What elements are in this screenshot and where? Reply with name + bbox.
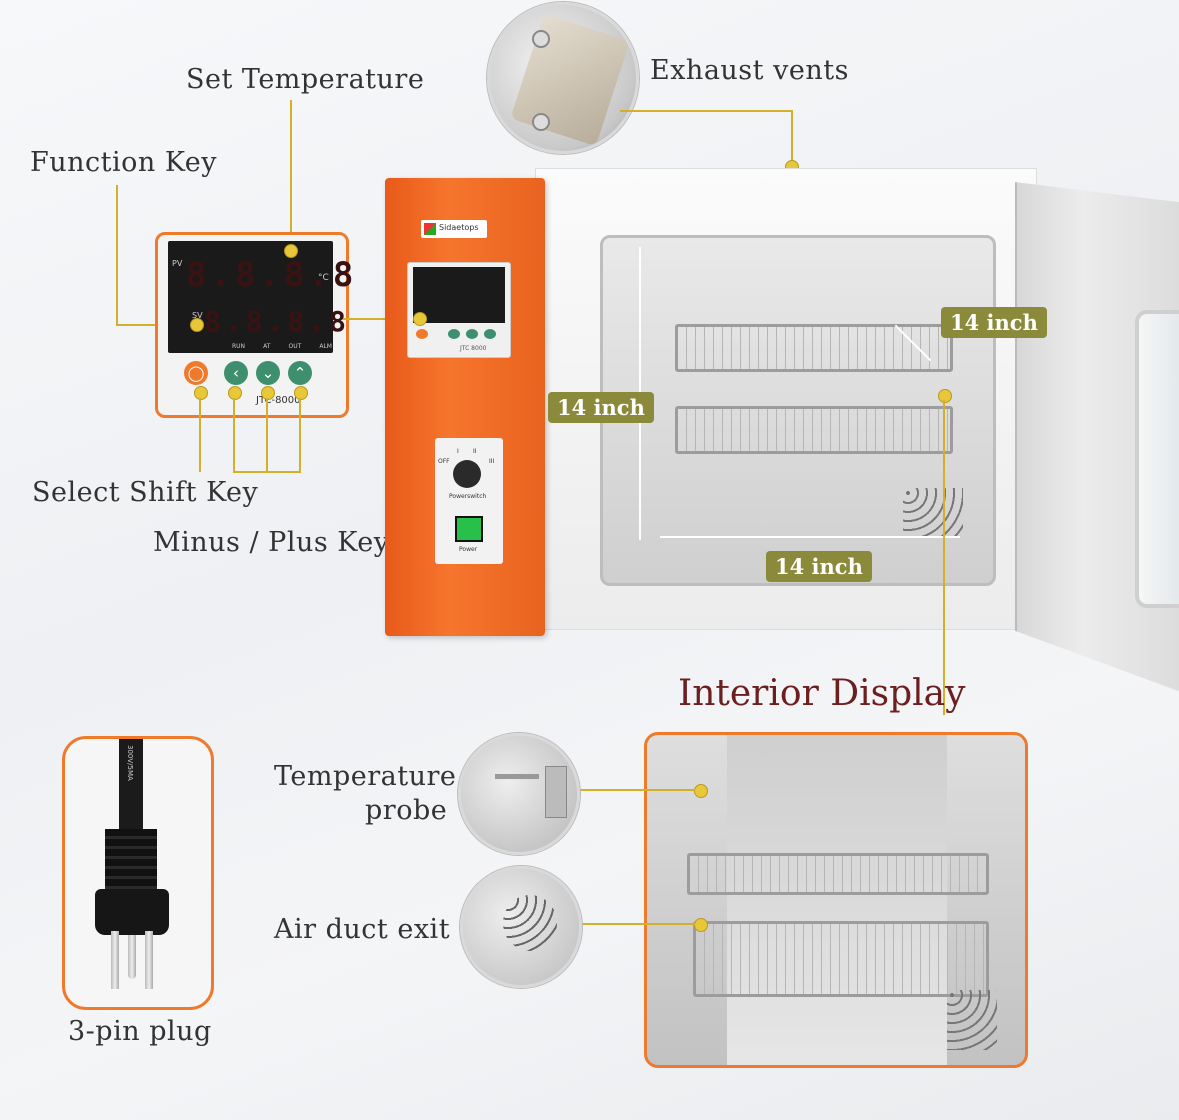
exhaust-vent-photo (487, 2, 639, 154)
probe-dot (938, 389, 952, 403)
indicator-out: OUT (288, 343, 302, 350)
plus-dot-a (261, 386, 275, 400)
minus-line (233, 398, 235, 472)
exhaust-callout-line-v (791, 110, 793, 165)
oven-door[interactable] (1015, 182, 1179, 692)
plus-key-button[interactable]: ⌃ (288, 361, 312, 385)
shelf-rack-middle (675, 406, 953, 454)
sv-readout: 8.8.8.8 (204, 305, 351, 338)
depth-dimension: 14 inch (941, 307, 1047, 338)
controller-display: PV 8.8.8.8 °C SV 8.8.8.8 RUN AT OUT ALM (168, 241, 353, 353)
set-temp-dot (284, 244, 298, 258)
switch-pos-3: III (489, 458, 495, 465)
controller-closeup: PV 8.8.8.8 °C SV 8.8.8.8 RUN AT OUT ALM … (155, 232, 353, 418)
indicator-at: AT (263, 343, 271, 350)
sv-label: SV (192, 311, 203, 320)
interior-duct-dot (694, 918, 708, 932)
switch-pos-off: OFF (438, 458, 450, 465)
indicator-run: RUN (232, 343, 246, 350)
pv-readout: 8.8.8.8 (186, 255, 358, 295)
exhaust-callout-line-h (620, 110, 792, 112)
mini-function-dot (413, 312, 427, 326)
interior-rack-top (687, 853, 989, 895)
plus-line-a (266, 398, 268, 472)
controller-model: JTC-8000 (256, 395, 301, 406)
select-shift-key-label: Select Shift Key (32, 477, 259, 508)
select-shift-line (199, 398, 201, 472)
mini-model: JTC 8000 (460, 345, 487, 352)
power-button[interactable] (455, 516, 483, 542)
exhaust-vents-label: Exhaust vents (650, 55, 849, 86)
function-key-line-v (116, 185, 118, 325)
shelf-rack-top (675, 324, 953, 372)
function-key-button[interactable]: ◯ (184, 361, 208, 385)
minus-plus-line-h (233, 471, 301, 473)
shift-key-button[interactable]: ‹ (224, 361, 248, 385)
switch-label: Powerswitch (449, 493, 487, 500)
brand-name: Sidaetops (439, 223, 479, 232)
power-knob[interactable] (453, 460, 481, 488)
minus-dot (228, 386, 242, 400)
switch-panel: OFF I II III Powerswitch Power (435, 438, 503, 564)
probe-callout-line (565, 789, 695, 791)
brand-plate: Sidaetops (421, 220, 487, 238)
duct-callout-line (565, 923, 695, 925)
interior-display-photo (644, 732, 1028, 1068)
height-dimension: 14 inch (548, 392, 654, 423)
interior-probe-dot (694, 784, 708, 798)
plus-line-b (299, 398, 301, 472)
set-temp-line (290, 100, 292, 245)
switch-pos-2: II (473, 448, 477, 455)
minus-key-button[interactable]: ⌄ (256, 361, 280, 385)
cord-text: 300V/5MA (126, 745, 134, 781)
select-shift-dot (194, 386, 208, 400)
probe-link-line (943, 400, 945, 715)
width-dimension: 14 inch (766, 551, 872, 582)
interior-rack-bottom (693, 921, 989, 997)
minus-plus-key-label: Minus / Plus Key (153, 527, 390, 558)
temperature-probe-label-line2: probe (365, 795, 448, 826)
unit-label: °C (318, 273, 329, 283)
oven-chamber (600, 235, 996, 586)
switch-pos-1: I (457, 448, 459, 455)
air-duct-grill (903, 488, 963, 538)
function-key-label: Function Key (30, 147, 218, 178)
three-pin-plug-photo: 300V/5MA (62, 736, 214, 1010)
plus-dot-b (294, 386, 308, 400)
indicator-alm: ALM (319, 343, 332, 350)
interior-display-title: Interior Display (678, 673, 966, 714)
air-duct-photo (460, 866, 582, 988)
pv-label: PV (172, 259, 183, 268)
temperature-probe-photo (458, 733, 580, 855)
function-key-dot (190, 318, 204, 332)
three-pin-plug-label: 3-pin plug (68, 1016, 212, 1047)
temperature-probe-label-line1: Temperature (274, 761, 457, 792)
controller-link-line (343, 318, 418, 320)
mini-controller: JTC 8000 (407, 262, 511, 358)
air-duct-exit-label: Air duct exit (274, 914, 451, 945)
set-temperature-label: Set Temperature (186, 64, 425, 95)
oven-control-panel: Sidaetops JTC 8000 OFF I II III Powerswi… (385, 178, 545, 636)
power-label: Power (459, 546, 478, 553)
width-arrow (660, 536, 960, 538)
